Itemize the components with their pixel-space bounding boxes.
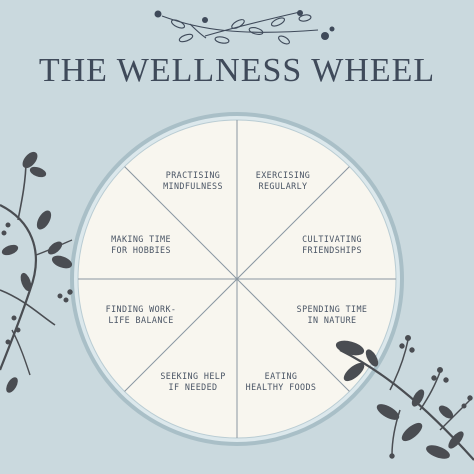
segment-eating-healthy-foods: EATING HEALTHY FOODS <box>245 371 317 392</box>
wheel-dividers <box>78 120 396 438</box>
segment-cultivating-friendships: CULTIVATING FRIENDSHIPS <box>302 234 362 255</box>
segment-spending-time-in-nature: SPENDING TIME IN NATURE <box>296 304 368 325</box>
segment-exercising-regularly: EXERCISING REGULARLY <box>255 170 311 191</box>
segment-practising-mindfulness: PRACTISING MINDFULNESS <box>163 170 223 191</box>
segment-work-life-balance: FINDING WORK- LIFE BALANCE <box>105 304 177 325</box>
page-title: THE WELLNESS WHEEL <box>38 52 436 89</box>
segment-seeking-help: SEEKING HELP IF NEEDED <box>160 371 226 392</box>
segment-making-time-for-hobbies: MAKING TIME FOR HOBBIES <box>111 234 171 255</box>
